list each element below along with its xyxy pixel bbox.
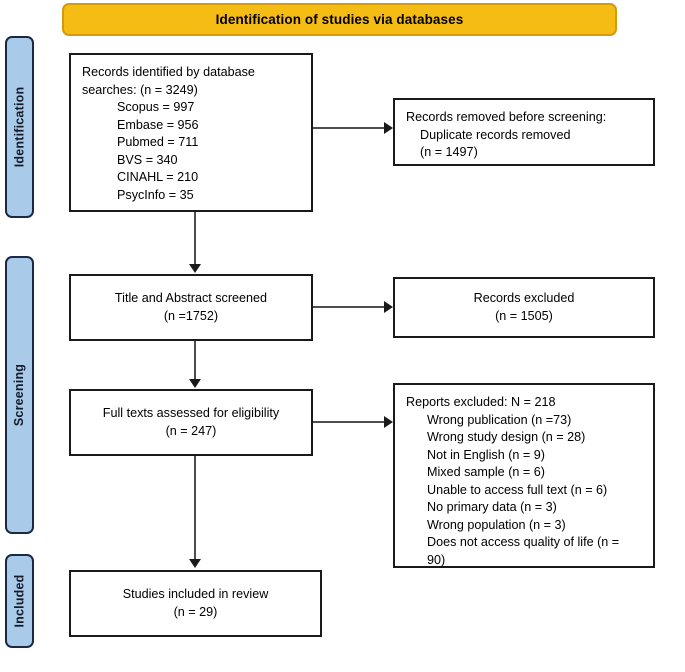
connector-fulltext-to-included bbox=[194, 456, 196, 561]
box-records-excluded-text: Records excluded (n = 1505) bbox=[473, 291, 575, 323]
box-records-excluded: Records excluded (n = 1505) bbox=[393, 277, 655, 338]
connector-fulltext-to-reports-excluded bbox=[313, 421, 385, 423]
box-studies-included: Studies included in review (n = 29) bbox=[69, 570, 322, 637]
arrow-right-icon-reports-excluded bbox=[384, 416, 393, 428]
stage-label-screening-text: Screening bbox=[12, 363, 27, 427]
box-records-identified-text: Records identified by database searches:… bbox=[82, 65, 255, 202]
diagram-header-banner: Identification of studies via databases bbox=[62, 3, 617, 36]
connector-screened-to-excluded bbox=[313, 306, 385, 308]
box-full-texts-assessed-text: Full texts assessed for eligibility (n =… bbox=[102, 406, 280, 438]
connector-identified-to-screened bbox=[194, 212, 196, 266]
box-full-texts-assessed: Full texts assessed for eligibility (n =… bbox=[69, 389, 313, 456]
arrow-down-icon-fulltext bbox=[189, 379, 201, 388]
connector-screened-to-fulltext bbox=[194, 341, 196, 381]
stage-label-included: Included bbox=[5, 554, 34, 648]
box-records-identified: Records identified by database searches:… bbox=[69, 53, 313, 212]
arrow-right-icon-duplicates bbox=[384, 122, 393, 134]
arrow-down-icon-screened bbox=[189, 264, 201, 273]
arrow-down-icon-included bbox=[189, 559, 201, 568]
box-reports-excluded-text: Reports excluded: N = 218 Wrong publicat… bbox=[406, 395, 620, 567]
box-duplicate-records-removed-text: Records removed before screening: Duplic… bbox=[406, 110, 607, 159]
stage-label-identification: Identification bbox=[5, 36, 34, 218]
box-reports-excluded: Reports excluded: N = 218 Wrong publicat… bbox=[393, 383, 655, 568]
box-title-abstract-screened-text: Title and Abstract screened (n =1752) bbox=[114, 291, 268, 323]
box-duplicate-records-removed: Records removed before screening: Duplic… bbox=[393, 98, 655, 166]
diagram-header-title: Identification of studies via databases bbox=[215, 12, 464, 27]
arrow-right-icon-excluded bbox=[384, 301, 393, 313]
box-studies-included-text: Studies included in review (n = 29) bbox=[122, 587, 269, 619]
box-title-abstract-screened: Title and Abstract screened (n =1752) bbox=[69, 274, 313, 341]
stage-label-screening: Screening bbox=[5, 256, 34, 534]
connector-identified-to-duplicates bbox=[313, 127, 385, 129]
stage-label-included-text: Included bbox=[12, 574, 27, 628]
stage-label-identification-text: Identification bbox=[12, 86, 27, 168]
